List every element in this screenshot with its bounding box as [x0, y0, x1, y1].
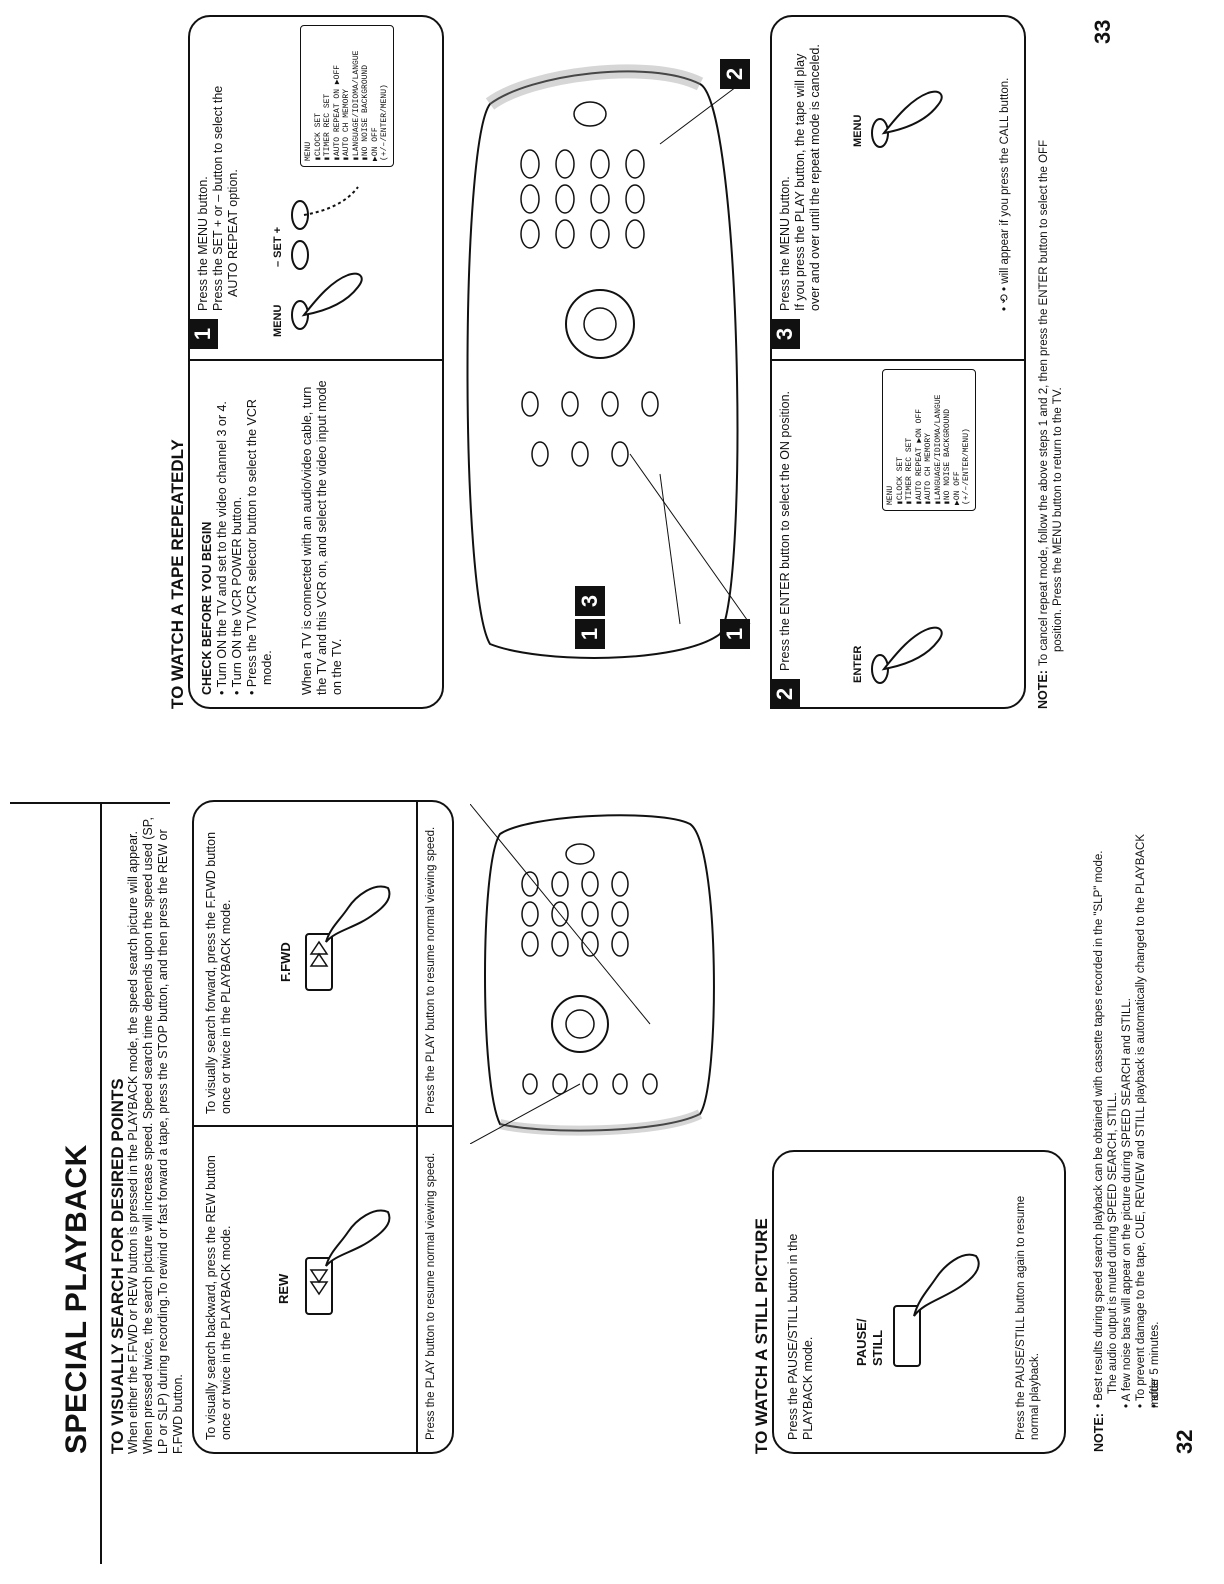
step-1-menu-label: MENU	[272, 304, 284, 337]
left-note-2: The audio output is muted during SPEED S…	[1107, 1092, 1119, 1394]
ffwd-instruction: To visually search forward, press the F.…	[204, 831, 233, 1114]
pause-button-illustration	[893, 1253, 980, 1367]
left-note-3: • A few noise bars will appear on the pi…	[1121, 998, 1133, 1408]
menu-screen-step-2: MENU ▮CLOCK SET ▮TIMER REC SET ▮AUTO REP…	[882, 369, 976, 511]
search-intro: When either the F.FWD or REW button is p…	[126, 817, 185, 1454]
enter-label: ENTER	[852, 645, 864, 683]
step-3-line-1: Press the MENU button.	[778, 176, 792, 311]
av-connection-text: When a TV is connected with an audio/vid…	[300, 380, 344, 695]
step-3-hand-illustration	[871, 90, 943, 148]
right-note-line-1: To cancel repeat mode, follow the above …	[1038, 139, 1050, 666]
remote-control-illustration-right	[466, 64, 751, 659]
step-3-line-2: If you press the PLAY button, the tape w…	[793, 53, 807, 311]
rew-instruction: To visually search backward, press the R…	[204, 1155, 233, 1440]
call-button-note: • ⟲ • will appear if you press the CALL …	[999, 77, 1011, 311]
ffwd-button-illustration	[305, 885, 391, 991]
still-instruction: Press the PAUSE/STILL button in the PLAY…	[786, 1233, 815, 1440]
callout-1: 1	[720, 619, 750, 649]
step-1-number: 1	[188, 319, 218, 349]
repeat-section-title: TO WATCH A TAPE REPEATEDLY	[168, 439, 187, 709]
callout-2: 2	[720, 59, 750, 89]
step-3-line-3: over and over until the repeat mode is c…	[808, 44, 822, 311]
rew-button-illustration	[305, 1209, 391, 1315]
step-3-menu-label: MENU	[852, 114, 864, 147]
pause-label-2: STILL	[870, 1329, 885, 1366]
still-box: Press the PAUSE/STILL button in the PLAY…	[772, 1150, 1066, 1454]
check-item-4: mode.	[260, 650, 274, 685]
pause-label-1: PAUSE/	[854, 1318, 869, 1366]
rew-label: REW	[276, 1273, 291, 1304]
check-item-2: • Turn ON the VCR POWER button.	[230, 496, 244, 695]
page-title: SPECIAL PLAYBACK	[60, 1144, 93, 1454]
left-note-1: • Best results during speed search playb…	[1093, 850, 1105, 1409]
ffwd-resume-text: Press the PLAY button to resume normal v…	[425, 826, 437, 1114]
check-title: CHECK BEFORE YOU BEGIN	[200, 521, 214, 695]
step-2-hand-illustration	[871, 626, 943, 684]
left-page-number: 32	[1172, 1429, 1197, 1454]
ffwd-label: F.FWD	[278, 942, 293, 982]
right-note-line-2: position. Press the MENU button to retur…	[1052, 387, 1064, 652]
search-box: To visually search backward, press the R…	[192, 800, 454, 1454]
left-note-5: • after 5 minutes.	[1149, 1321, 1161, 1408]
callout-1-3-first: 1	[575, 619, 605, 649]
rew-resume-text: Press the PLAY button to resume normal v…	[425, 1152, 437, 1440]
check-item-1: • Turn ON the TV and set to the video ch…	[215, 401, 229, 695]
step-3-number: 3	[770, 319, 800, 349]
step-1-line-1: Press the MENU button.	[196, 176, 210, 311]
page-divider	[10, 802, 170, 804]
menu-screen-step-1: MENU ▮CLOCK SET ▮TIMER REC SET ▮AUTO REP…	[300, 25, 394, 167]
step-1-line-2: Press the SET + or – button to select th…	[211, 85, 225, 311]
still-section-title: TO WATCH A STILL PICTURE	[752, 1218, 771, 1454]
right-page-number: 33	[1090, 19, 1115, 44]
callout-1-3-second: 3	[575, 586, 605, 616]
step-1-set-label: – SET +	[272, 226, 284, 267]
check-item-3: • Press the TV/VCR selector button to se…	[245, 399, 259, 695]
right-note-label: NOTE:	[1036, 670, 1050, 709]
still-resume-text: Press the PAUSE/STILL button again to re…	[1015, 1195, 1041, 1440]
title-rule	[100, 804, 102, 1564]
step-1-line-3: AUTO REPEAT option.	[226, 169, 240, 297]
remote-control-illustration-left	[470, 804, 715, 1144]
left-note-label: NOTE:	[1092, 1413, 1106, 1452]
step-2-text: Press the ENTER button to select the ON …	[778, 391, 792, 671]
search-section-title: TO VISUALLY SEARCH FOR DESIRED POINTS	[108, 1078, 127, 1454]
step-2-number: 2	[770, 679, 800, 709]
repeat-bottom-box: 2 Press the ENTER button to select the O…	[770, 15, 1026, 709]
step-1-hand-illustration	[291, 186, 363, 330]
repeat-top-box: CHECK BEFORE YOU BEGIN • Turn ON the TV …	[188, 15, 444, 709]
